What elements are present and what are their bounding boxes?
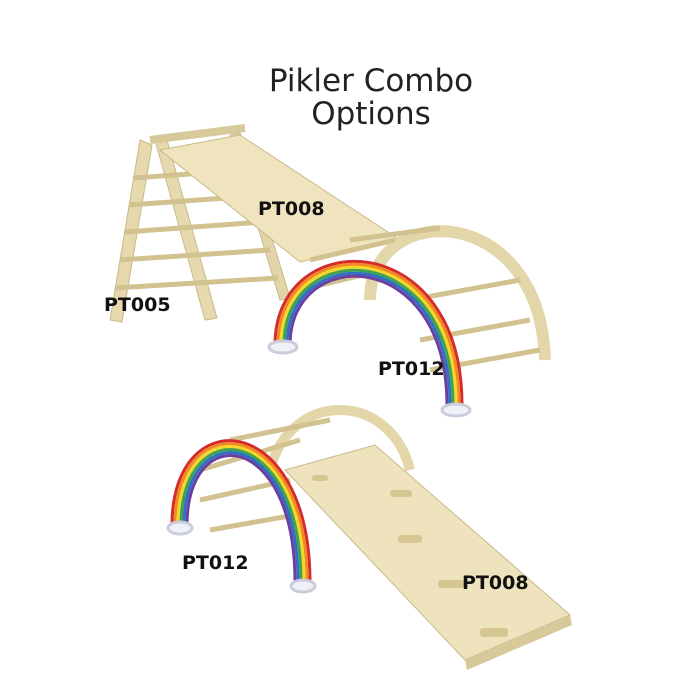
- rainbow-arch-bottom: [166, 439, 317, 594]
- title-line-2: Options: [311, 96, 431, 132]
- label-top-triangle: PT005: [104, 294, 171, 316]
- ramp-board-bottom: [284, 444, 572, 670]
- label-bottom-arch: PT012: [182, 552, 249, 574]
- pikler-arch-bottom: [199, 405, 415, 533]
- label-bottom-ramp: PT008: [462, 572, 529, 594]
- label-top-ramp: PT008: [258, 198, 325, 220]
- label-top-arch: PT012: [378, 358, 445, 380]
- title-line-1: Pikler Combo: [268, 63, 474, 99]
- rainbow-arch-top: [267, 259, 472, 418]
